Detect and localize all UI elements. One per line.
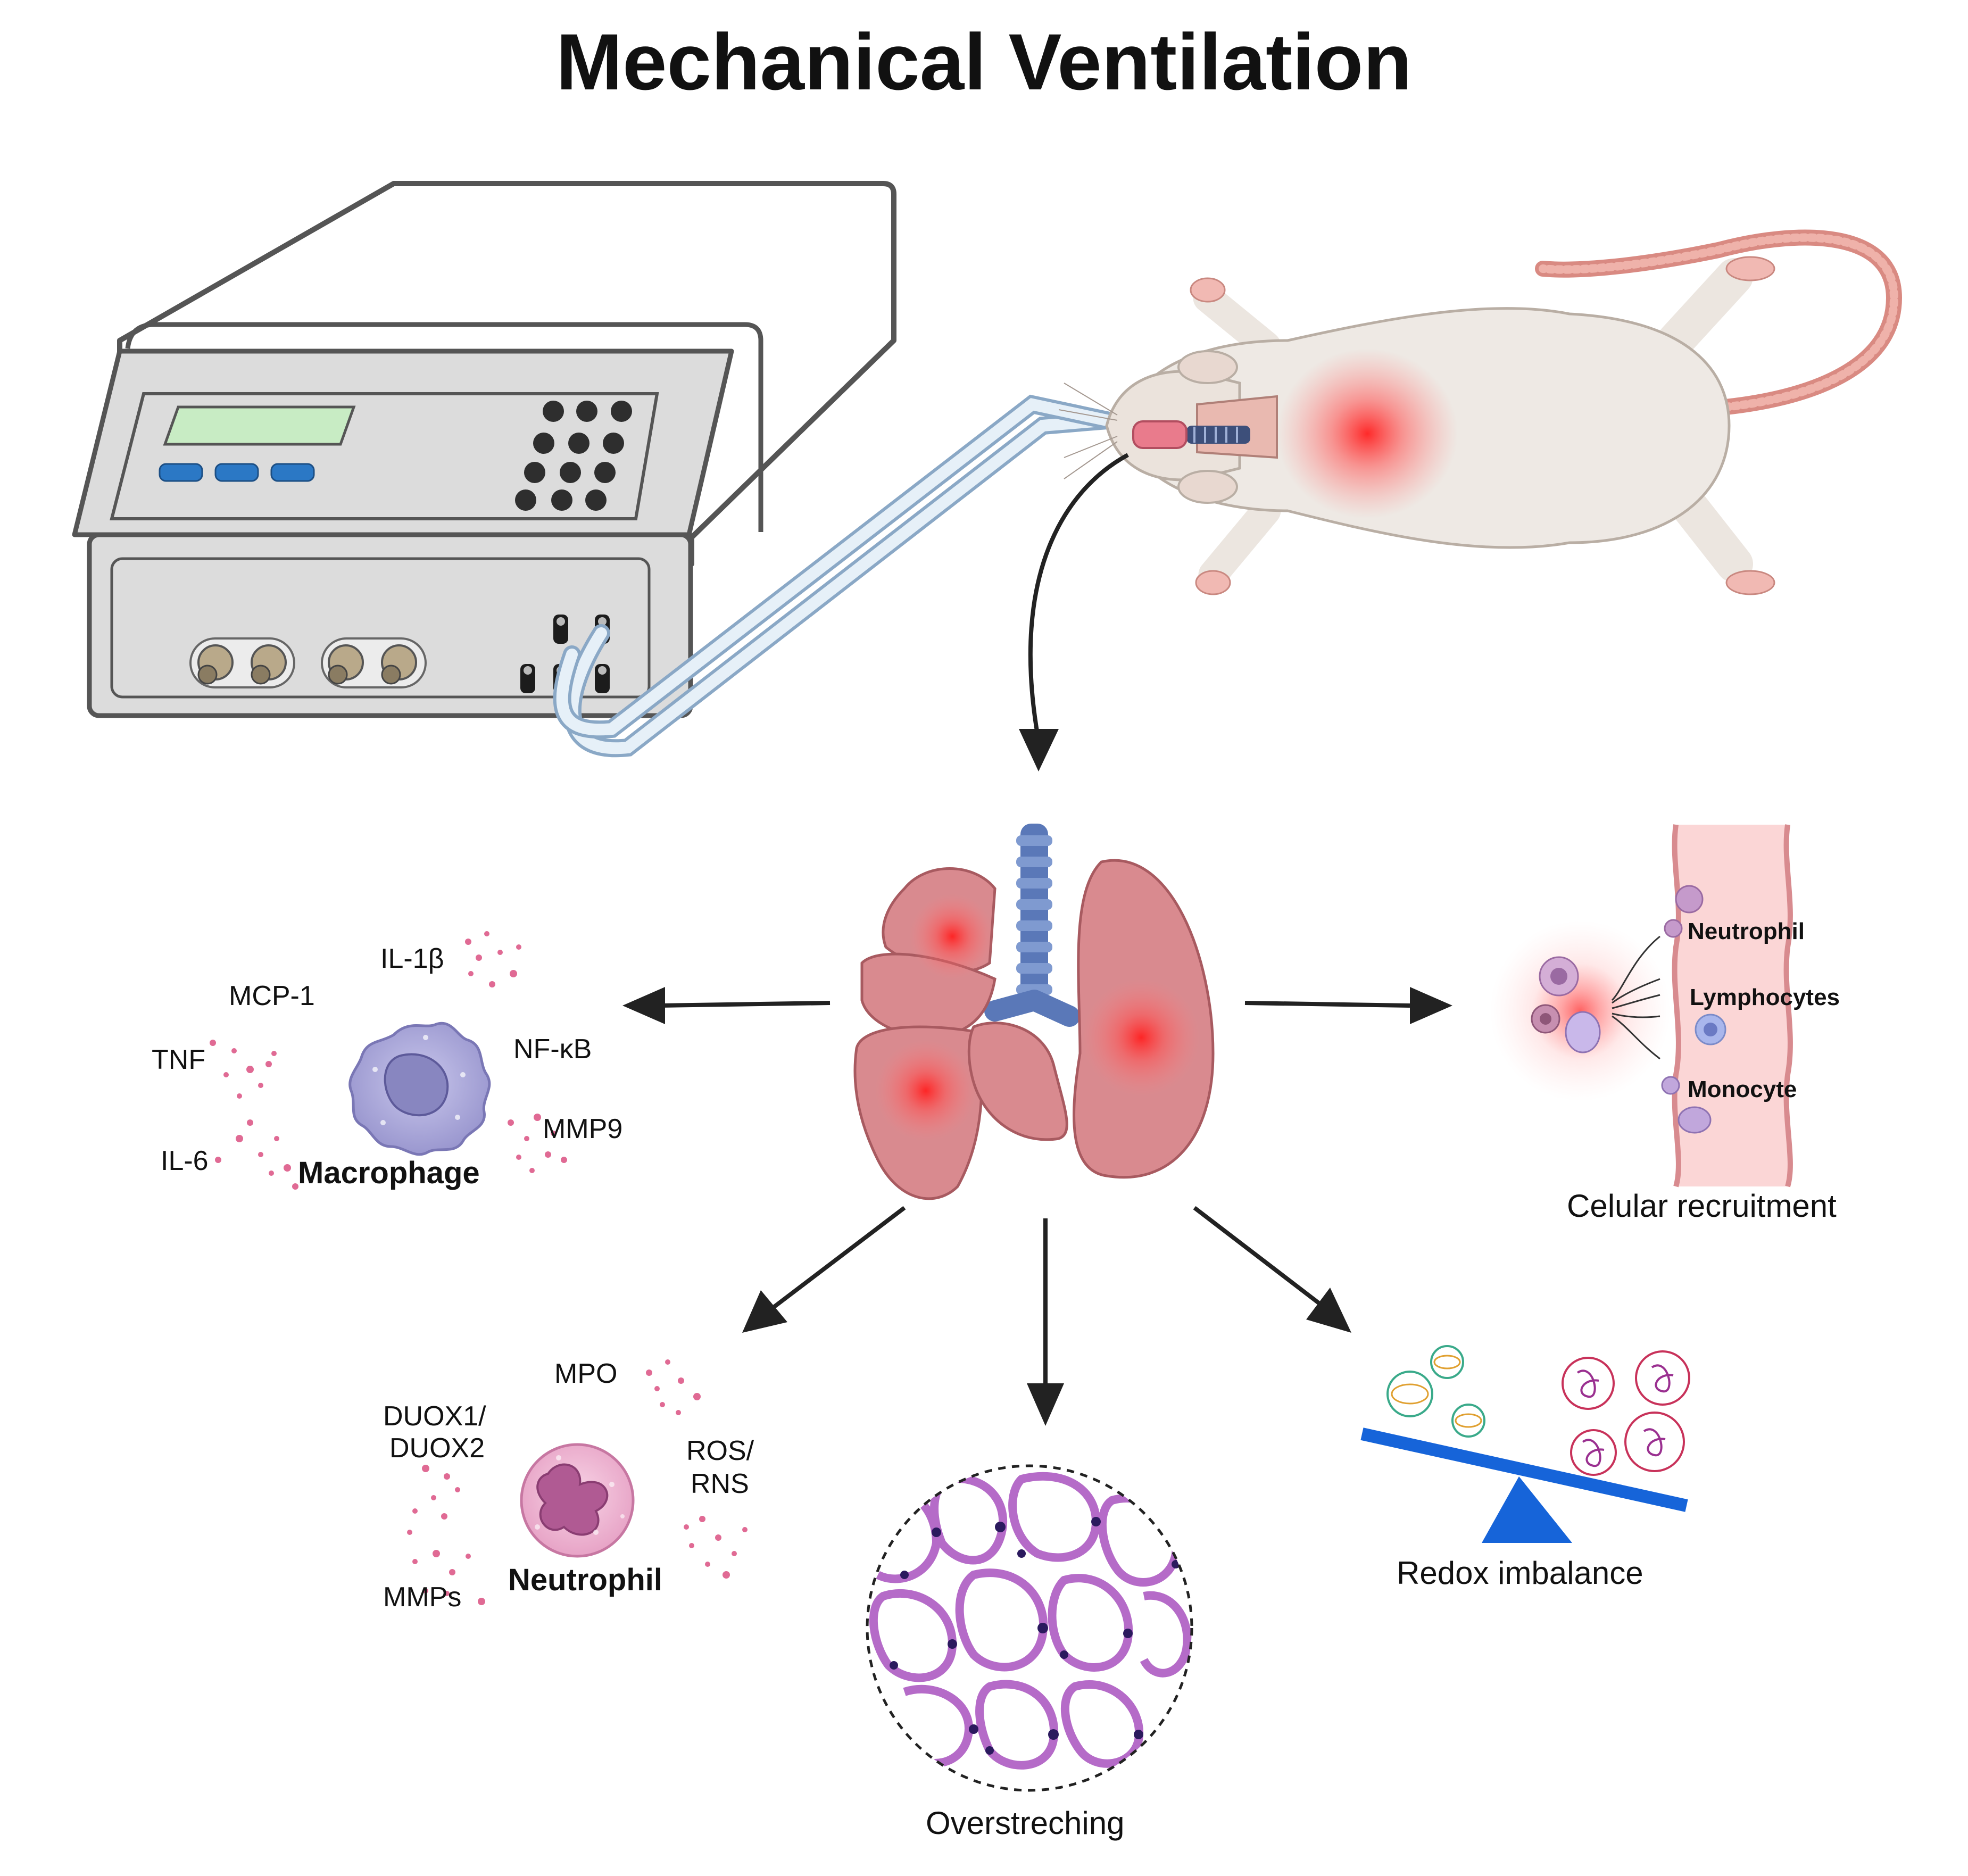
- cytokine-label: IL-6: [161, 1145, 209, 1176]
- recruited-cell-label: Lymphocytes: [1690, 984, 1840, 1010]
- histology-icon: [866, 1464, 1193, 1792]
- arrow-rat-to-lungs: [1028, 453, 1129, 735]
- neutrophil-icon: [520, 1443, 635, 1558]
- recruited-cell-label: Monocyte: [1688, 1076, 1797, 1102]
- blood-vessel-icon: [1490, 824, 1793, 1188]
- mediator-label: RNS: [691, 1468, 749, 1499]
- mediator-dots: [407, 1359, 748, 1605]
- macrophage-label: Macrophage: [298, 1156, 480, 1190]
- cytokine-label: TNF: [152, 1044, 206, 1075]
- cytokine-label: MCP-1: [229, 981, 315, 1011]
- recruited-cell-label: Neutrophil: [1688, 918, 1805, 944]
- mediator-label: DUOX1/: [383, 1401, 486, 1432]
- mediator-label: MPO: [554, 1358, 618, 1389]
- redox-caption: Redox imbalance: [1397, 1555, 1643, 1591]
- cytokine-label: NF-κB: [513, 1034, 592, 1065]
- cytokine-dots: [210, 931, 567, 1190]
- rat-icon: [1058, 229, 1903, 595]
- cytokine-label: MMP9: [543, 1114, 623, 1144]
- lungs-icon: [853, 824, 1215, 1200]
- balance-scale-icon: [1360, 1345, 1690, 1543]
- ventilator-icon: [72, 181, 896, 718]
- tubing: [553, 394, 1116, 758]
- mediator-label: DUOX2: [389, 1433, 485, 1464]
- macrophage-icon: [348, 1022, 491, 1156]
- arrows: [622, 987, 1452, 1426]
- cytokine-label: IL-1β: [380, 943, 444, 974]
- mediator-label: MMPs: [383, 1582, 462, 1613]
- mediator-label: ROS/: [686, 1435, 754, 1466]
- page-title: Mechanical Ventilation: [556, 17, 1412, 106]
- recruitment-caption: Celular recruitment: [1567, 1188, 1837, 1224]
- overstretching-caption: Overstreching: [926, 1805, 1125, 1841]
- neutrophil-label: Neutrophil: [508, 1563, 662, 1597]
